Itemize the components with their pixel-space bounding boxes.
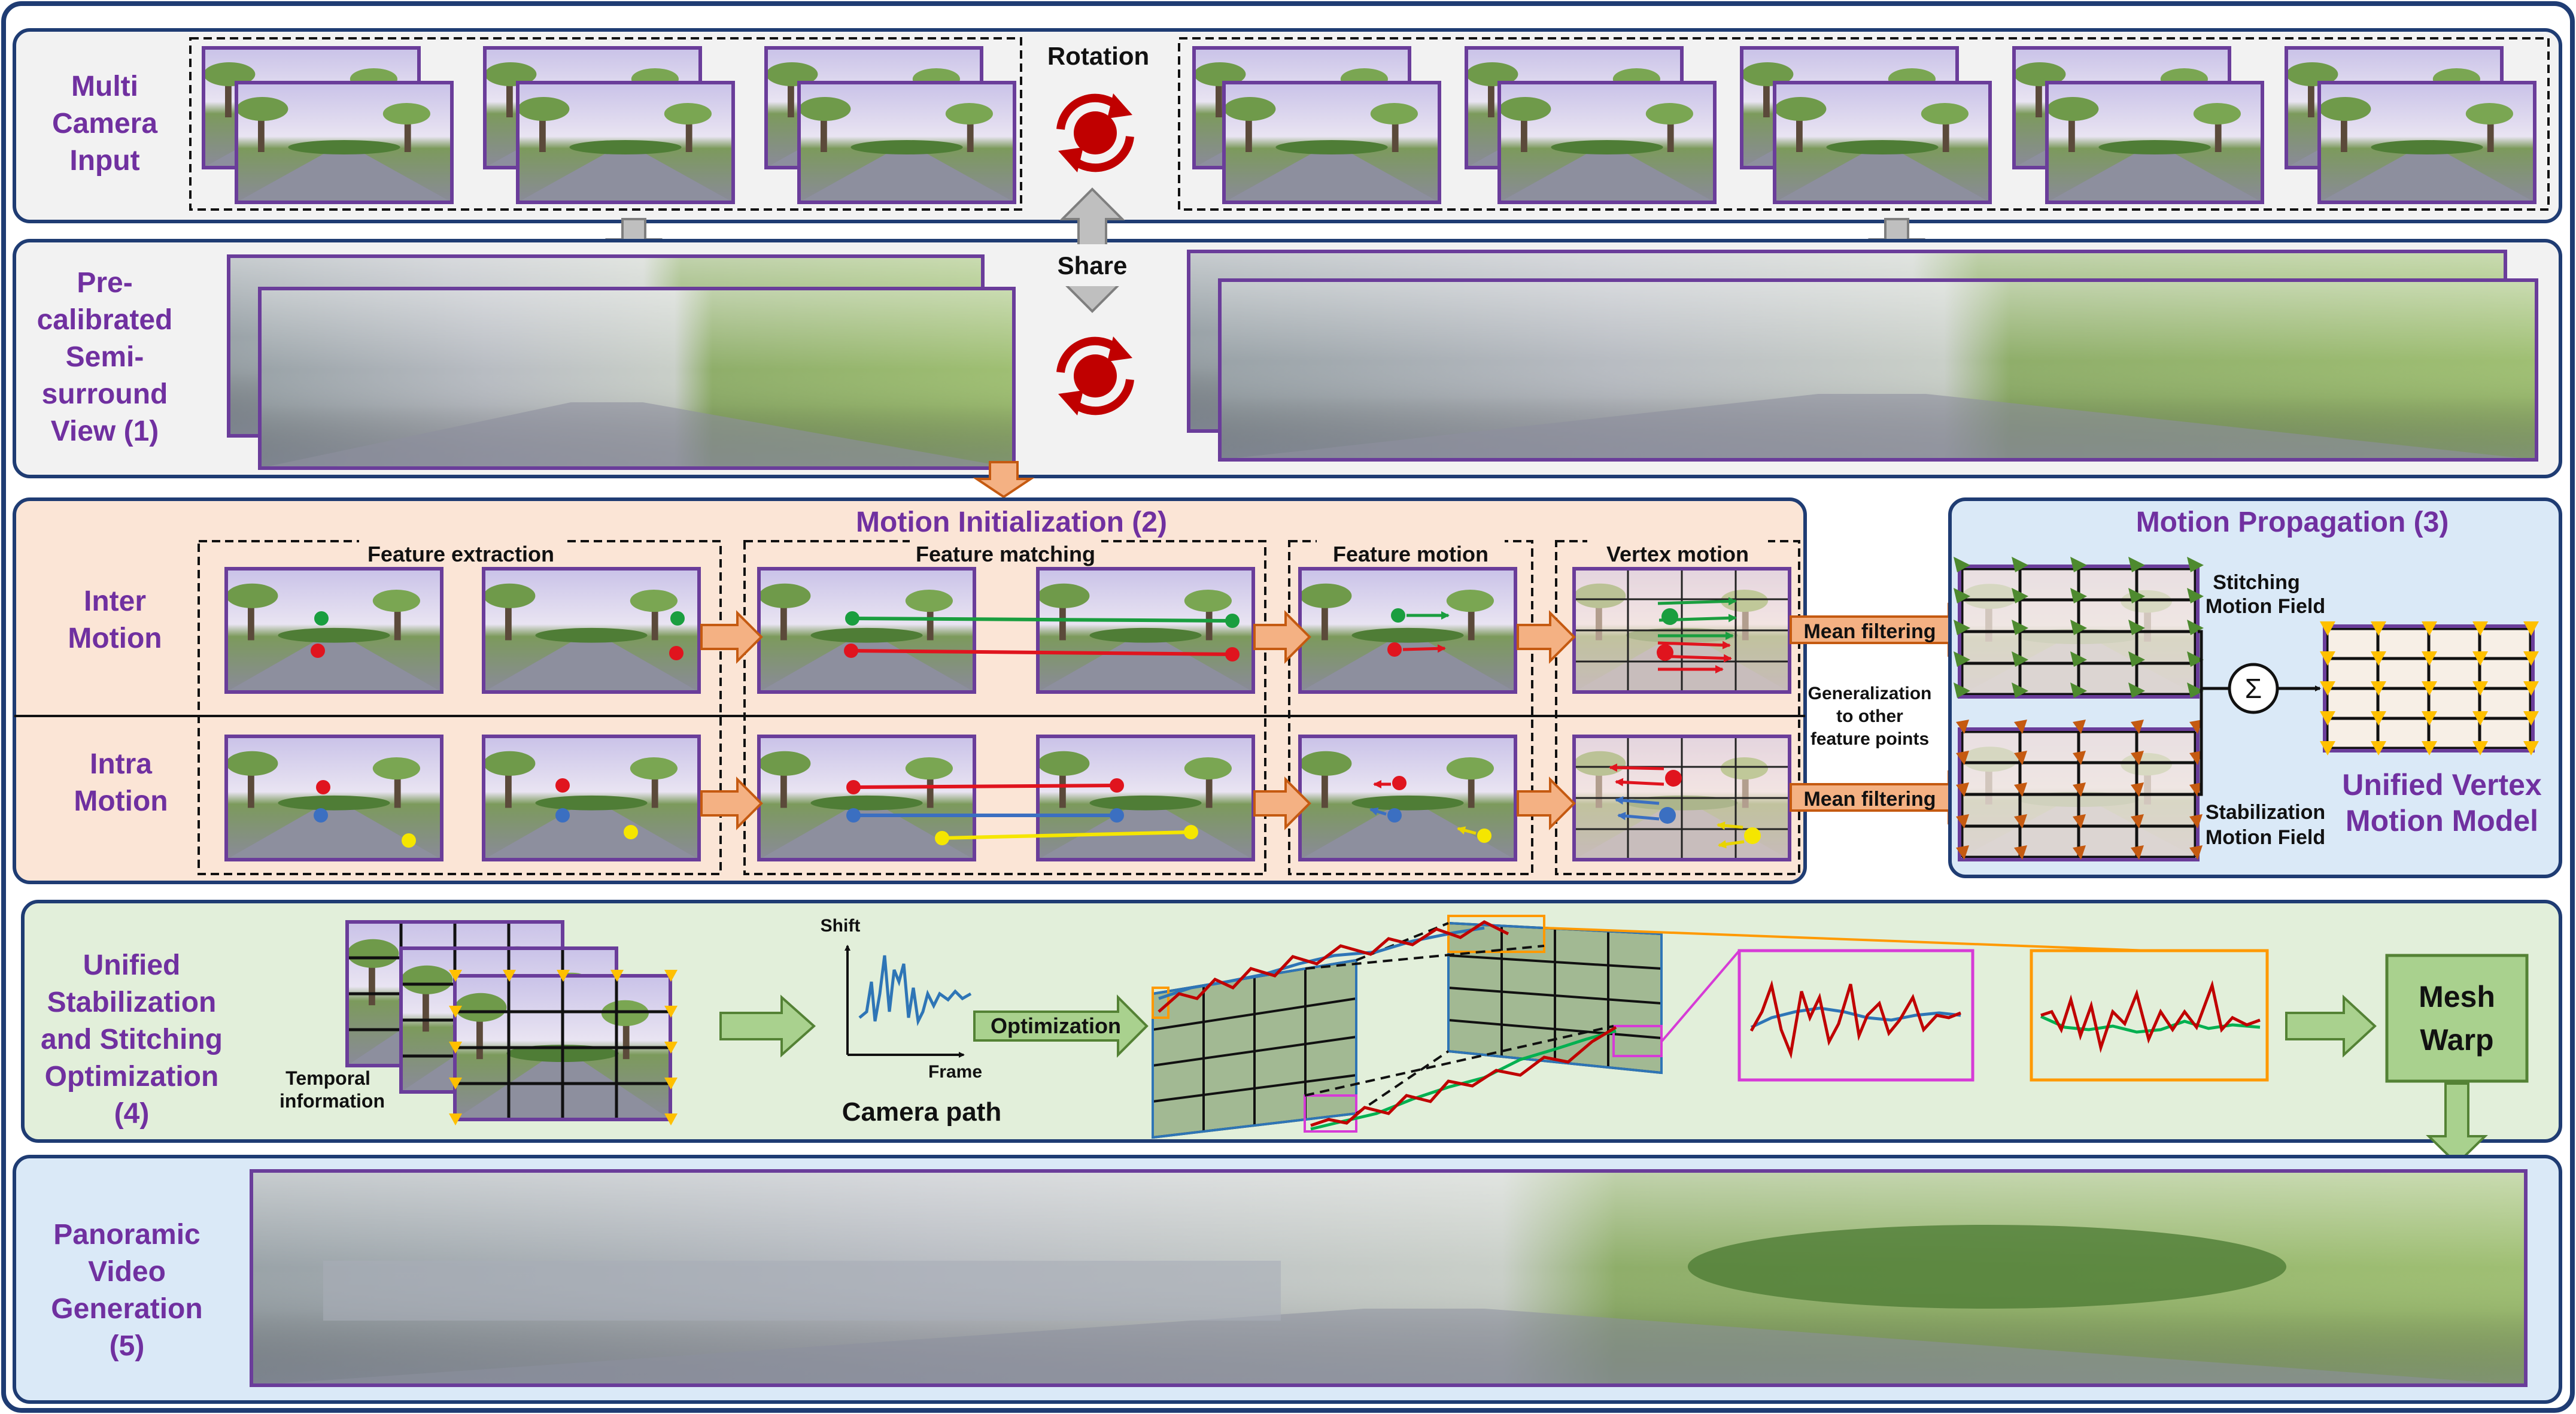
optimization-label: Optimization: [991, 1014, 1121, 1038]
stitching-motion-field-grid: [1954, 557, 2204, 699]
intra-label-line2: Motion: [74, 785, 168, 817]
panoramic-output-image: [250, 1169, 2528, 1387]
zoom-box-orange: [1544, 927, 2269, 1082]
inter-feature-points: [311, 597, 1737, 673]
stage2-label-line3: Semi-: [66, 341, 144, 373]
generalization-line1: Generalization: [1808, 684, 1932, 703]
stage1-label-line1: Multi: [71, 71, 138, 102]
camera-frames-right: [1192, 46, 2536, 204]
stabilization-label-line1: Stabilization: [2206, 801, 2325, 824]
mesh-path-visualization: [1152, 915, 1663, 1139]
motion-propagation-title: Motion Propagation (3): [2136, 506, 2449, 538]
stage5-label-line3: Generation: [51, 1293, 202, 1325]
camera-frames-left: [202, 46, 1016, 204]
generalization-line3: feature points: [1811, 729, 1929, 749]
stage4-label-line5: (4): [114, 1098, 150, 1130]
stage5-label-line2: Video: [88, 1256, 166, 1288]
mean-filtering-arrow-top: Mean filtering: [1790, 602, 1970, 657]
stage2-label-line4: surround: [42, 378, 168, 410]
rotation-label: Rotation: [1047, 42, 1149, 70]
optimization-arrow: Optimization: [973, 994, 1149, 1058]
frame-axis-label: Frame: [928, 1062, 982, 1082]
share-label: Share: [1058, 251, 1128, 280]
stage5-label-line4: (5): [110, 1330, 145, 1362]
inter-label-line2: Motion: [68, 623, 162, 654]
unified-vertex-motion-grid: [2320, 621, 2539, 755]
unified-vertex-label-line1: Unified Vertex: [2342, 768, 2542, 802]
stage4-label-line4: Optimization: [45, 1061, 219, 1093]
inter-feature-frames: [224, 567, 1791, 694]
intra-label-line1: Intra: [90, 748, 152, 780]
semi-surround-left-front: [258, 287, 1016, 470]
temporal-label-line1: Temporal: [285, 1067, 370, 1089]
stabilization-motion-field-grid: [1956, 720, 2203, 861]
sigma-icon: Σ: [2228, 663, 2279, 714]
arrow-to-camera-path: [719, 994, 816, 1058]
semi-surround-right-front: [1218, 278, 2538, 462]
stage4-label-line1: Unified: [83, 949, 181, 981]
share-label-bg: [1050, 244, 1135, 286]
stage-panoramic-video-generation: Panoramic Video Generation (5): [13, 1155, 2562, 1404]
stage2-label-line1: Pre-: [77, 267, 132, 299]
stage-motion-initialization: Motion Initialization (2) Inter Motion I…: [13, 497, 1807, 884]
arrow-to-mesh-warp: [2285, 994, 2377, 1058]
stage-pre-calibrated-view: Pre- calibrated Semi- surround View (1): [13, 239, 2562, 478]
stage2-label-line5: View (1): [51, 415, 159, 447]
stage2-label-line2: calibrated: [37, 304, 173, 336]
feature-matching-label: Feature matching: [916, 542, 1095, 566]
stage-motion-propagation: Motion Propagation (3): [1948, 497, 2562, 878]
temporal-label-line2: information: [280, 1090, 385, 1112]
arrow-to-panoramic-output: [2426, 1082, 2488, 1166]
vertex-motion-label: Vertex motion: [1606, 542, 1749, 566]
inter-label-line1: Inter: [84, 585, 146, 617]
intra-feature-frames: [224, 735, 1791, 861]
unified-vertex-label-line2: Motion Model: [2346, 804, 2538, 838]
mean-filtering-label-top: Mean filtering: [1803, 620, 1936, 643]
shift-axis-label: Shift: [821, 916, 861, 936]
rotation-icon: [1056, 93, 1134, 172]
stage5-label-line1: Panoramic: [53, 1219, 200, 1251]
mesh-warp-label-line2: Warp: [2420, 1023, 2493, 1057]
feature-matching-group: [743, 540, 1266, 875]
mesh-warp-label-line1: Mesh: [2419, 980, 2495, 1014]
sigma-symbol: Σ: [2245, 673, 2262, 704]
mean-filtering-label-bottom: Mean filtering: [1803, 788, 1936, 811]
feature-extraction-label: Feature extraction: [367, 542, 554, 566]
stage-multi-camera-input: Multi Camera Input Rotation: [13, 28, 2562, 223]
left-camera-group: [189, 37, 1022, 211]
rotation-icon-stage2: [1056, 336, 1134, 415]
right-camera-group: [1178, 37, 2550, 211]
stage4-label-line3: and Stitching: [41, 1024, 223, 1055]
stage1-label-line3: Input: [69, 145, 139, 177]
camera-path-chart: Shift Frame Camera path: [821, 916, 1002, 1127]
intra-feature-points: [314, 763, 1761, 849]
camera-path-label: Camera path: [842, 1097, 1002, 1127]
stitching-label-line1: Stitching: [2213, 571, 2299, 594]
stage1-label-line2: Camera: [52, 108, 157, 139]
stage-unified-optimization: Unified Stabilization and Stitching Opti…: [21, 900, 2562, 1143]
mesh-warp-box: [2385, 954, 2529, 1083]
stage3-flow-arrows: [700, 610, 1576, 830]
zoom-box-magenta: [1660, 949, 1974, 1082]
stitching-label-line2: Motion Field: [2206, 595, 2325, 618]
field-merge-connectors: [2198, 630, 2321, 796]
stabilization-label-line2: Motion Field: [2206, 826, 2325, 849]
motion-initialization-title: Motion Initialization (2): [856, 506, 1167, 538]
down-arrow-stage2: [973, 461, 1035, 499]
temporal-grid-stack: [345, 920, 678, 1125]
generalization-line2: to other: [1836, 706, 1903, 726]
stage4-label-line2: Stabilization: [47, 987, 217, 1018]
feature-extraction-group: [198, 540, 722, 875]
feature-motion-label: Feature motion: [1333, 542, 1489, 566]
